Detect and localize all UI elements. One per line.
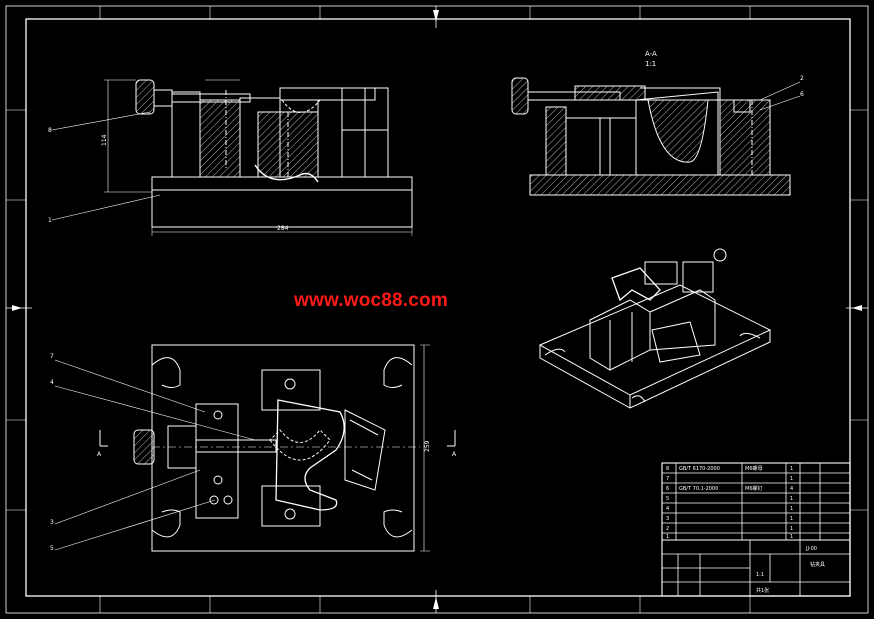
watermark-text: www.woc88.com xyxy=(294,290,448,311)
row-qty-1: 1 xyxy=(790,476,793,482)
section-title: A-A xyxy=(645,50,657,58)
title-block-rows: 8 GB/T 6170-2000 M6螺母 1 7 1 6 GB/T 70.1-… xyxy=(666,465,825,594)
callout-1-front: 1 xyxy=(48,217,52,224)
row-qty-5: 1 xyxy=(790,516,793,522)
dim-depth: 259 xyxy=(424,440,431,452)
row-qty-0: 1 xyxy=(790,466,793,472)
row-no-7: 1 xyxy=(666,534,669,540)
callout-5-plan: 5 xyxy=(50,545,54,552)
dim-height: 114 xyxy=(101,134,108,146)
row-no-3: 5 xyxy=(666,496,669,502)
row-qty-2: 4 xyxy=(790,486,793,492)
row-name-0: M6螺母 xyxy=(745,465,763,472)
row-name-2: M6螺钉 xyxy=(745,485,763,492)
row-qty-3: 1 xyxy=(790,496,793,502)
row-no-2: 6 xyxy=(666,486,669,492)
row-code-2: GB/T 70.1-2000 xyxy=(679,486,718,492)
drawing-title: 钻夹具 xyxy=(810,561,825,568)
row-qty-6: 1 xyxy=(790,526,793,532)
callout-6-section: 6 xyxy=(800,91,804,98)
cut-marker-left: A xyxy=(97,451,102,458)
section-view xyxy=(511,77,801,196)
callout-2-section: 2 xyxy=(800,75,804,82)
front-view xyxy=(51,79,413,236)
row-no-1: 7 xyxy=(666,476,669,482)
callout-8-front: 8 xyxy=(48,127,52,134)
row-no-6: 2 xyxy=(666,526,669,532)
row-no-5: 3 xyxy=(666,516,669,522)
row-no-0: 8 xyxy=(666,466,669,472)
section-scale: 1:1 xyxy=(645,60,656,68)
drawing-frame xyxy=(5,5,869,614)
callout-4-plan: 4 xyxy=(50,379,54,386)
drawing-no: JJ-00 xyxy=(805,546,817,552)
dim-width: 284 xyxy=(277,225,289,232)
row-no-4: 4 xyxy=(666,506,669,512)
cut-marker-right: A xyxy=(452,451,457,458)
title-block xyxy=(661,462,851,597)
row-qty-7: 1 xyxy=(790,534,793,540)
row-qty-4: 1 xyxy=(790,506,793,512)
plan-view xyxy=(54,344,456,552)
callout-3-plan: 3 xyxy=(50,519,54,526)
isometric-view xyxy=(538,248,772,409)
row-code-0: GB/T 6170-2000 xyxy=(679,466,720,472)
drawing-sheet: 共1张 xyxy=(756,587,769,594)
drawing-scale: 1:1 xyxy=(756,572,764,578)
callout-7-plan: 7 xyxy=(50,353,54,360)
